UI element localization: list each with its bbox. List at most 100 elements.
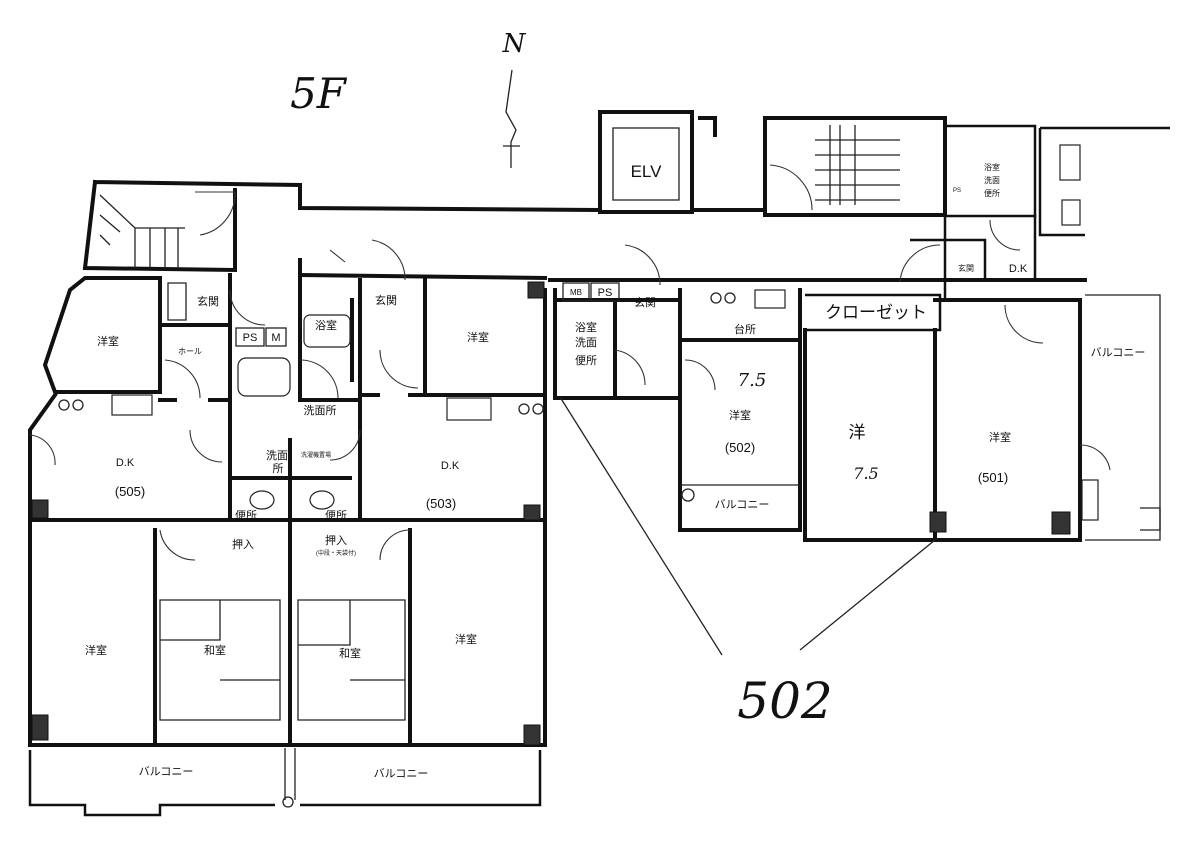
unit-505-burner-icon [58, 399, 70, 411]
stair-treads [99, 194, 185, 268]
unit-505-western-room-label: 洋室 [85, 643, 107, 657]
unit-502-mb-box [562, 282, 590, 302]
elevator-shaft [598, 110, 694, 214]
shared-ps-meter: PS M [235, 327, 287, 347]
header-annotations: 5F N [290, 29, 527, 168]
balcony-divider [284, 748, 296, 800]
unit-501: 洋室 (501) バルコニー [933, 294, 1161, 542]
meter-box [265, 327, 287, 347]
unit-501-service: 浴室 洗面 便所 PS 玄関 D.K [899, 124, 1170, 300]
unit-505-bathtub [237, 357, 291, 397]
elevator-car [612, 127, 680, 201]
unit-501-column [1051, 511, 1071, 535]
unit-505-balcony-label: バルコニー [139, 765, 194, 778]
unit-502-annex: クローゼット 洋 7.5 [803, 293, 947, 542]
unit-501-washbasin [1059, 144, 1081, 181]
centre-room-size: 7.5 [853, 464, 878, 483]
ps-box [235, 327, 265, 347]
unit-505-kitchen-sink [111, 394, 153, 416]
unit-505-washroom-label-2: 所 [273, 462, 284, 475]
unit-503-kitchen-sink [446, 397, 492, 421]
unit-501-door-swings [899, 219, 1021, 283]
unit-501-toilet-label: 便所 [984, 188, 1000, 198]
unit-505-washroom-label: 洗面 [266, 449, 288, 462]
unit-501-bath-label: 浴室 [984, 162, 1000, 172]
unit-502-toilet-label: 便所 [575, 354, 597, 367]
unit-502: MB PS 玄関 浴室 洗面 便所 台所 7.5 洋室 (502) バルコニー [553, 244, 802, 532]
unit-502-bath-label: 浴室 [575, 320, 597, 334]
closet-label: クローゼット [825, 303, 927, 322]
unit-505-door-swings [29, 289, 266, 561]
unit-505-tatami-lines [159, 599, 281, 721]
unit-501-wash-label: 洗面 [984, 175, 1000, 185]
unit-503-north-room-label: 洋室 [467, 330, 489, 344]
ps-label: PS [243, 332, 258, 344]
unit-503-tatami-lines [297, 599, 406, 721]
unit-505-dk-label: D.K [116, 457, 135, 469]
unit-502-number: (502) [725, 440, 755, 455]
unit-505-number: (505) [115, 484, 145, 499]
north-arrow-icon [503, 69, 520, 168]
unit-505-closet-label: 押入 [232, 537, 254, 551]
unit-502-door-swings [614, 244, 716, 391]
unit-502-callout: 502 [559, 396, 936, 730]
unit-503-washroom-label: 洗面所 [304, 404, 337, 417]
unit-505-partitions [28, 273, 292, 747]
unit-502-balcony-label: バルコニー [715, 498, 770, 511]
unit-503-column [527, 281, 545, 299]
unit-502-burner-icon [710, 292, 722, 304]
stairwell-outline [82, 179, 603, 273]
unit-503-toilet-icon [309, 490, 335, 510]
unit-502-room-label: 洋室 [729, 408, 751, 422]
unit-501-dk-label: D.K [1009, 263, 1028, 275]
unit-502-kitchen-label: 台所 [734, 322, 756, 336]
unit-505-north-room-label: 洋室 [97, 334, 119, 348]
unit-503-burner-icon [532, 403, 544, 415]
service-core: ELV [548, 110, 1087, 282]
unit-501-room-label: 洋室 [989, 430, 1011, 444]
unit-502-drain-icon [681, 488, 695, 502]
unit-505-entrance-label: 玄関 [197, 294, 219, 308]
unit-503-balcony-label: バルコニー [374, 767, 429, 780]
west-stairwell [82, 179, 603, 273]
unit-502-kitchen-sink [754, 289, 786, 309]
unit-502-entrance-label: 玄関 [634, 295, 656, 309]
elevator-label: ELV [631, 162, 663, 181]
unit-501-washer [1061, 199, 1081, 226]
unit-502-wash-label: 洗面 [575, 336, 597, 349]
balcony-drain-icon [282, 796, 294, 808]
unit-503-western-room-label: 洋室 [455, 632, 477, 646]
unit-501-entrance-label: 玄関 [958, 263, 974, 273]
unit-505-hall-label: ホール [178, 347, 202, 356]
unit-503-number: (503) [426, 496, 456, 511]
unit-501-ps-label: PS [953, 188, 961, 194]
unit-503-closet-note: (中段・天袋付) [316, 549, 356, 557]
balcony-railing [28, 750, 542, 817]
callout-leader-line [559, 396, 723, 656]
unit-505-shoe-cabinet [167, 282, 187, 321]
unit-503-burner-icon [518, 403, 530, 415]
floor-label: 5F [290, 69, 348, 118]
unit-503-partitions [288, 258, 547, 747]
callout-label: 502 [737, 672, 832, 730]
unit-503-closet-label: 押入 [325, 533, 347, 547]
unit-502-room-size: 7.5 [738, 370, 767, 391]
unit-501-room-door-swing [1004, 304, 1111, 471]
centre-room-column [929, 511, 947, 533]
unit-502-ps-box [590, 282, 620, 302]
unit-503-entrance-label: 玄関 [375, 293, 397, 307]
unit-502-mb-label: MB [570, 288, 582, 297]
unit-501-bath-room [943, 124, 1037, 218]
unit-505-column [31, 714, 49, 741]
unit-503-column [523, 724, 541, 746]
stair-door-swing [195, 191, 236, 236]
unit-505-japanese-room-label: 和室 [204, 643, 226, 657]
north-stair-treads [815, 125, 900, 205]
unit-505-column [31, 499, 49, 519]
unit-501-ac-unit [1081, 479, 1099, 521]
unit-503-column [523, 504, 541, 521]
unit-501-number: (501) [978, 470, 1008, 485]
unit-505-burner-icon [72, 399, 84, 411]
unit-501-balcony-railing [1085, 294, 1161, 541]
